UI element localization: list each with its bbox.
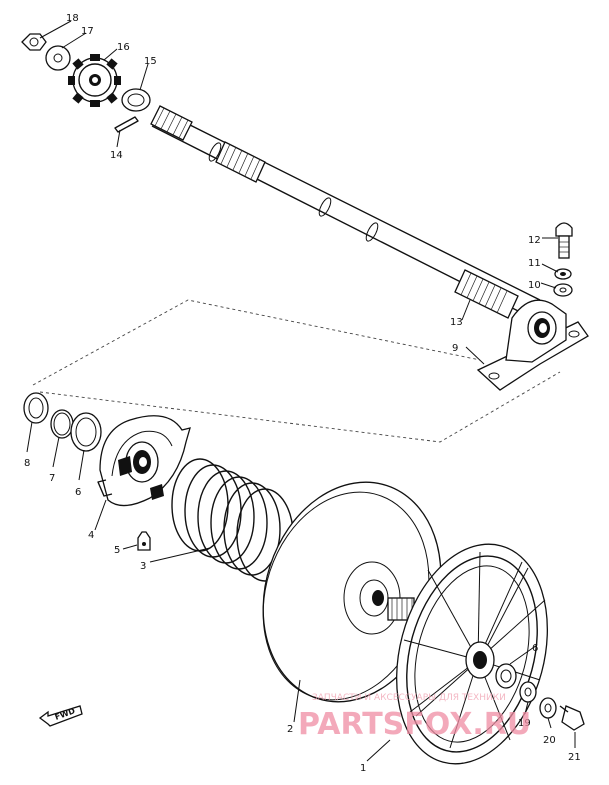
watermark: ЗАПЧАСТИ И АКСЕССУАРЫ ДЛЯ ТЕХНИКИ PARTSF… [298,693,531,742]
label-19: 19 [518,718,531,729]
part-13-shaft [150,105,541,319]
part-5-weight [137,531,151,551]
label-10: 10 [528,280,541,291]
part-21-bolt [559,705,585,731]
label-20: 20 [543,735,556,746]
part-1-driven-pulley [396,543,548,765]
label-6: 6 [75,487,81,498]
part-9-bearing-housing [476,299,589,391]
label-5: 5 [114,545,120,556]
label-9: 9 [452,343,458,354]
part-10-washer [553,283,573,297]
part-17-washer [45,45,71,71]
shaft-spline-left [150,105,193,141]
shaft-spline-right [454,269,519,319]
part-19-washer [519,681,537,703]
label-13: 13 [450,317,463,328]
label-3: 3 [140,561,146,572]
shaft-spline-middle [215,141,266,183]
part-6-washer-pulley [495,663,517,689]
part-16-sprocket [68,54,121,107]
label-1: 1 [360,763,366,774]
label-6-pulley: 6 [532,643,538,654]
assembly-dashed-lines [32,299,561,443]
part-12-bolt [555,222,573,259]
label-12: 12 [528,235,541,246]
label-11: 11 [528,258,541,269]
part-numbers: 18 17 16 15 14 12 11 10 13 9 8 7 6 4 5 3… [24,13,581,774]
part-11-lock-washer [554,268,572,280]
label-18: 18 [66,13,79,24]
part-15-bearing [121,88,151,112]
label-8: 8 [24,458,30,469]
leader-lines [26,20,576,762]
part-7-ring [50,409,74,439]
part-4-cam [97,415,191,507]
fwd-direction-marker: FWD [38,705,83,727]
label-16: 16 [117,42,130,53]
label-15: 15 [144,56,157,67]
label-2: 2 [287,724,293,735]
part-6-washer [70,412,102,452]
label-17: 17 [81,26,94,37]
part-8-snap-ring [23,392,49,424]
part-14-key [114,116,139,133]
label-4: 4 [88,530,94,541]
label-14: 14 [110,150,123,161]
watermark-brand: PARTSFOX.RU [298,707,531,742]
part-20-washer [539,697,557,719]
watermark-caption: ЗАПЧАСТИ И АКСЕССУАРЫ ДЛЯ ТЕХНИКИ [312,693,506,703]
label-7: 7 [49,473,55,484]
label-21: 21 [568,752,581,763]
